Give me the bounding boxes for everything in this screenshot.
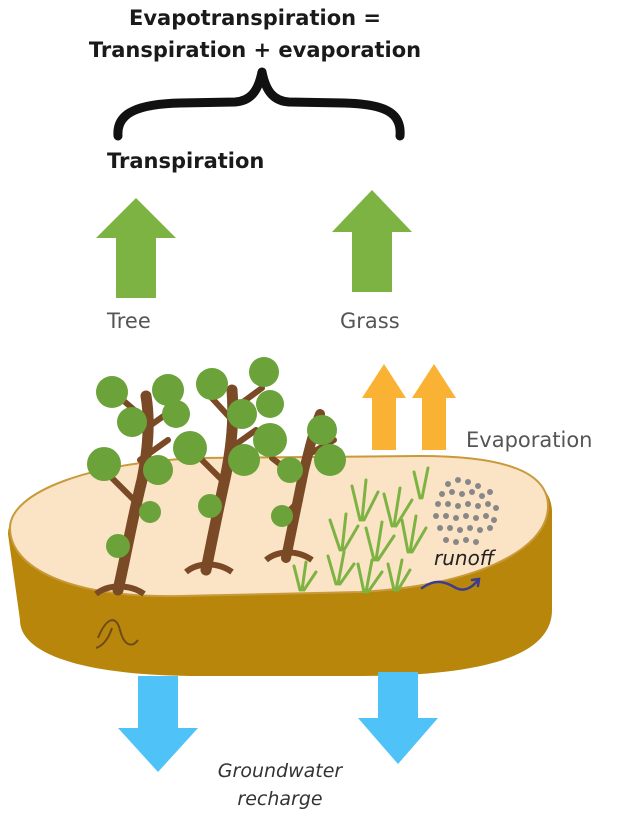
groundwater-label-line-2: recharge — [237, 788, 323, 810]
transpiration-arrow-tree — [96, 198, 176, 298]
runoff-label: runoff — [434, 546, 495, 570]
groundwater-label-line-1: Groundwater — [217, 760, 343, 782]
runoff-dots-icon — [433, 477, 499, 545]
transpiration-arrow-grass — [332, 190, 412, 292]
evaporation-arrow-2 — [412, 364, 456, 450]
evaporation-arrow-1 — [362, 364, 406, 450]
root-crack — [95, 619, 139, 649]
groundwater-arrow-left — [118, 676, 198, 772]
title-line-1: Evapotranspiration = — [129, 6, 381, 30]
groundwater-arrow-right — [358, 672, 438, 764]
brace-icon — [113, 67, 405, 141]
tree-icon — [173, 357, 284, 576]
tree-icon — [253, 409, 346, 563]
tree-icon — [87, 374, 190, 597]
tree-label: Tree — [107, 309, 151, 333]
runoff-arrow — [420, 577, 481, 591]
title-line-2: Transpiration + evaporation — [88, 38, 422, 62]
evaporation-label: Evaporation — [466, 428, 593, 452]
grass-tuft-icon — [292, 466, 430, 594]
grass-label: Grass — [340, 309, 400, 333]
transpiration-label: Transpiration — [107, 149, 265, 173]
